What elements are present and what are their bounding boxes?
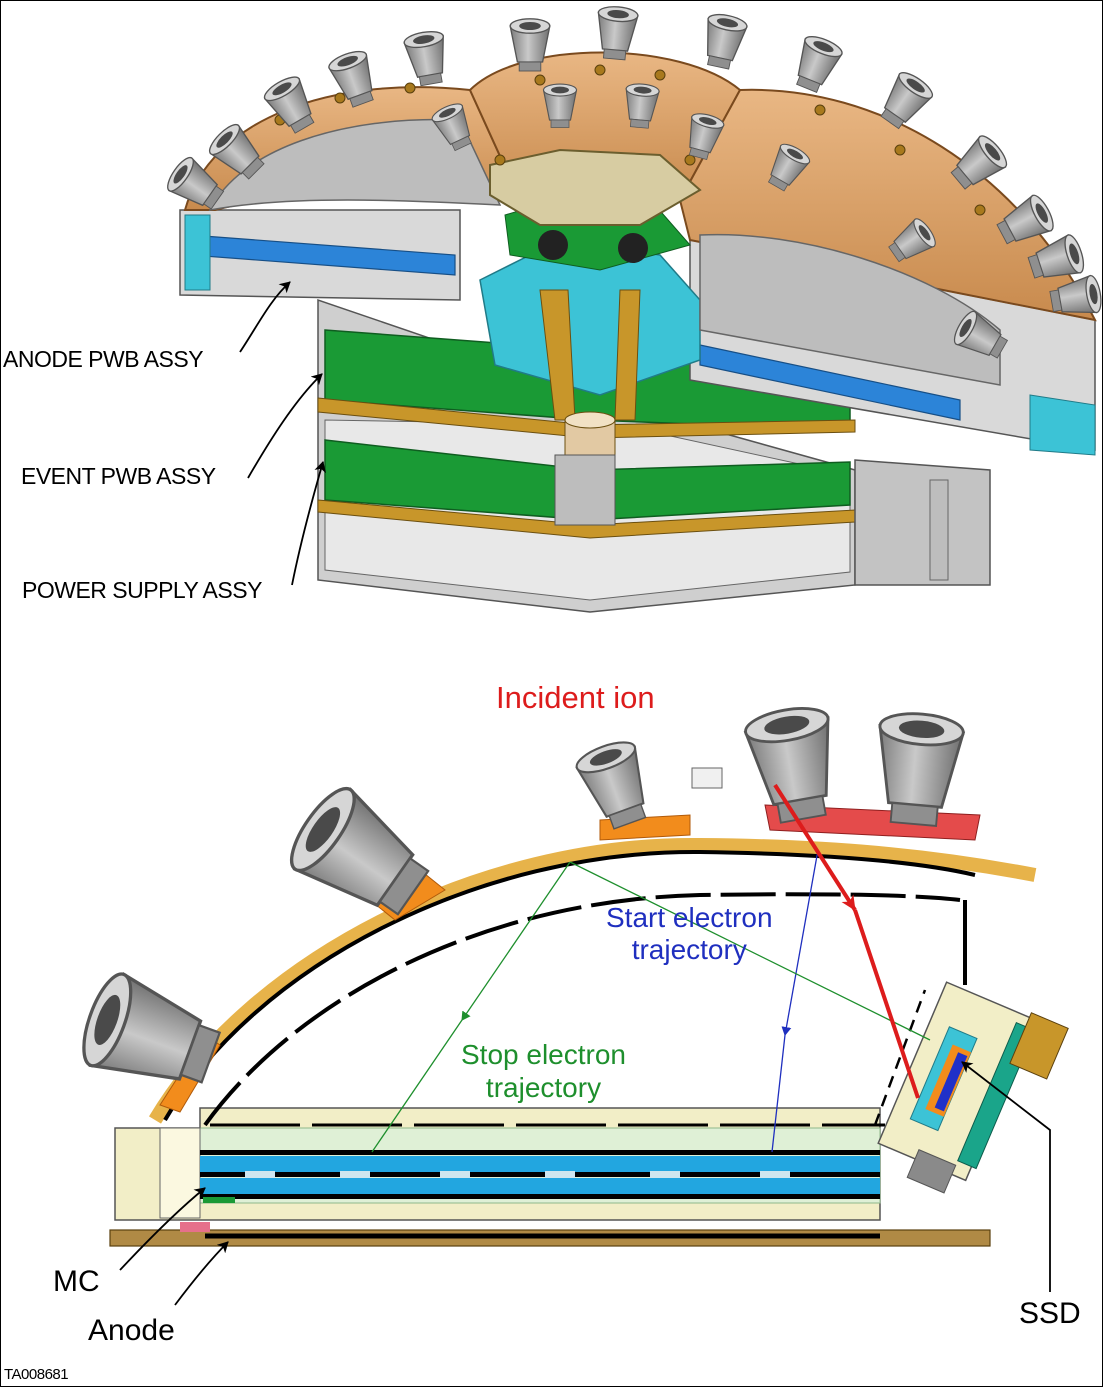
label-ssd: SSD <box>1019 1297 1081 1330</box>
label-mc: MC <box>53 1265 100 1298</box>
label-incident-ion: Incident ion <box>496 680 655 715</box>
cross-section-view <box>72 701 1069 1247</box>
mc-stack <box>200 1150 880 1203</box>
ssd-assembly <box>877 981 1069 1194</box>
label-start-electron: Start electron trajectory <box>606 902 773 966</box>
label-anode-pwb: ANODE PWB ASSY <box>3 346 204 372</box>
arrow-icon <box>119 1061 1051 1306</box>
stop-electron-trajectory <box>371 861 931 1153</box>
stop-line-2: trajectory <box>485 1072 602 1103</box>
label-stop-electron: Stop electron trajectory <box>461 1038 626 1104</box>
start-electron-trajectory <box>771 849 819 1153</box>
incident-ion-path <box>773 783 920 1099</box>
start-line-1: Start electron <box>606 902 773 933</box>
cutaway-3d-view <box>162 4 1105 613</box>
stop-line-1: Stop electron <box>461 1039 626 1070</box>
label-power-supply: POWER SUPPLY ASSY <box>22 577 262 603</box>
start-line-2: trajectory <box>631 934 747 965</box>
arrow-icon <box>239 281 326 586</box>
label-anode: Anode <box>88 1314 175 1347</box>
label-event-pwb: EVENT PWB ASSY <box>21 463 216 489</box>
figure-id: TA008681 <box>4 1366 69 1383</box>
